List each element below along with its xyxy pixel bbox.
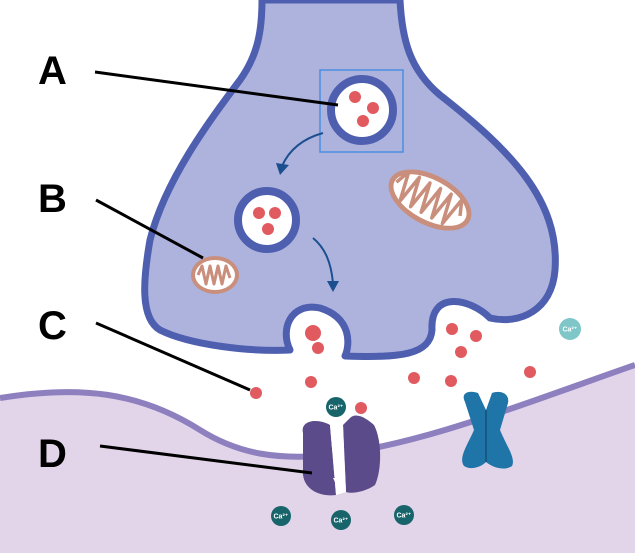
leader-line-c (95, 321, 251, 392)
released-neurotransmitters-right (446, 323, 482, 358)
calcium-ion-channel (302, 415, 381, 496)
label-b: B (38, 177, 67, 221)
neurotransmitters-cleft (250, 366, 536, 414)
calcium-ion-cleft: Ca²⁺ (326, 397, 346, 417)
calcium-ion-intracellular-3: Ca²⁺ (394, 505, 414, 525)
calcium-ion-label: Ca²⁺ (274, 513, 289, 521)
mitochondrion-large (388, 169, 472, 231)
leader-line-b (95, 198, 204, 260)
calcium-ion-label: Ca²⁺ (329, 404, 344, 412)
leader-lines (94, 70, 339, 475)
highlight-box (319, 69, 404, 153)
presynaptic-terminal (141, 0, 559, 360)
calcium-ion-label: Ca²⁺ (397, 512, 412, 520)
calcium-ion-label: Ca²⁺ (563, 326, 578, 334)
calcium-ion-intracellular-1: Ca²⁺ (271, 506, 291, 526)
mitochondrion-small (191, 256, 239, 294)
label-c: C (38, 304, 67, 348)
label-a: A (38, 49, 67, 93)
arrow-head-2 (327, 281, 339, 292)
vesicle-path-arrows (281, 132, 334, 284)
calcium-ion-extracellular: Ca²⁺ (559, 318, 581, 340)
calcium-ion-intracellular-2: Ca²⁺ (331, 510, 351, 530)
receptor-protein (462, 391, 513, 469)
leader-line-a (94, 70, 339, 107)
leader-line-d (99, 444, 313, 475)
synaptic-vesicle-moving (234, 187, 300, 253)
arrow-head-1 (276, 163, 289, 175)
label-d: D (38, 432, 67, 476)
calcium-ion-label: Ca²⁺ (334, 517, 349, 525)
synaptic-vesicle-a (327, 75, 397, 145)
docked-vesicle (305, 325, 324, 354)
